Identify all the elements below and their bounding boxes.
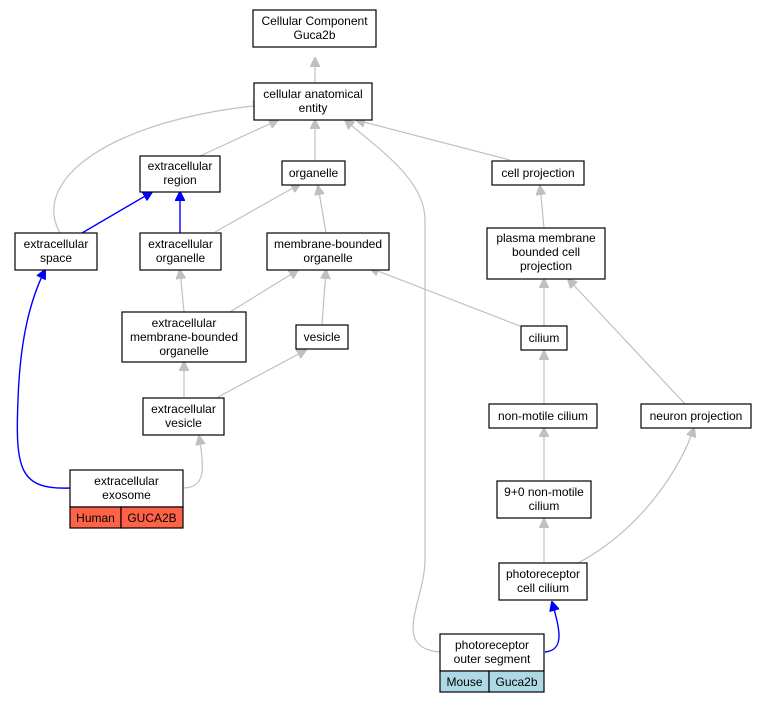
node-cae-line-1: cellular anatomical bbox=[263, 87, 362, 101]
edge-outer-segment-to-cae bbox=[345, 120, 441, 653]
node-cell-projection-line-1: cell projection bbox=[501, 166, 574, 180]
edge-exosome-part-of-ext-space bbox=[16, 270, 71, 489]
node-ext-mb-organelle-line-2: membrane-bounded bbox=[130, 330, 238, 344]
node-outer-segment-line-2: outer segment bbox=[454, 652, 531, 666]
node-extracellular-organelle[interactable]: extracellular organelle bbox=[139, 232, 222, 271]
node-extracellular-space[interactable]: extracellular space bbox=[14, 232, 98, 271]
node-ext-region-line-1: extracellular bbox=[148, 159, 213, 173]
edge-ext-space-part-of-ext-region bbox=[81, 192, 152, 234]
node-9-0-non-motile-cilium[interactable]: 9+0 non-motile cilium bbox=[496, 480, 592, 519]
node-root[interactable]: Cellular Component Guca2b bbox=[252, 9, 377, 48]
node-root-line-2: Guca2b bbox=[293, 28, 335, 42]
edge-ext-organelle-to-organelle bbox=[214, 184, 300, 233]
outer-segment-gene-label: Guca2b bbox=[495, 675, 537, 689]
edge-mb-organelle-to-organelle bbox=[318, 186, 327, 234]
node-cellular-anatomical-entity[interactable]: cellular anatomical entity bbox=[253, 82, 373, 121]
node-ext-organelle-line-1: extracellular bbox=[148, 237, 213, 251]
edge-exosome-to-ext-vesicle bbox=[182, 436, 202, 489]
node-exosome-line-2: exosome bbox=[102, 488, 151, 502]
edges bbox=[16, 58, 694, 653]
node-vesicle-line-1: vesicle bbox=[304, 330, 341, 344]
edge-ext-space-to-cae bbox=[53, 105, 262, 234]
nodes: Cellular Component Guca2b cellular anato… bbox=[14, 9, 752, 693]
node-nine-zero-line-2: cilium bbox=[529, 499, 560, 513]
edge-cell-projection-to-cae bbox=[356, 120, 511, 161]
node-nine-zero-line-1: 9+0 non-motile bbox=[504, 485, 584, 499]
node-ext-vesicle-line-1: extracellular bbox=[151, 402, 216, 416]
node-cae-line-2: entity bbox=[299, 101, 328, 115]
node-membrane-bounded-organelle[interactable]: membrane-bounded organelle bbox=[266, 232, 390, 271]
node-outer-segment-line-1: photoreceptor bbox=[455, 638, 529, 652]
node-photo-cilium-line-2: cell cilium bbox=[517, 581, 569, 595]
outer-segment-species-label: Mouse bbox=[446, 675, 482, 689]
node-ext-organelle-line-2: organelle bbox=[156, 251, 206, 265]
node-ext-mb-organelle-line-3: organelle bbox=[159, 344, 209, 358]
edge-ext-mb-organelle-to-ext-organelle bbox=[180, 270, 184, 313]
node-extracellular-region[interactable]: extracellular region bbox=[139, 155, 221, 193]
node-root-line-1: Cellular Component bbox=[261, 14, 368, 28]
node-photo-cilium-line-1: photoreceptor bbox=[506, 567, 580, 581]
edge-ext-region-to-cae bbox=[199, 120, 278, 157]
exosome-gene-label: GUCA2B bbox=[127, 511, 176, 525]
node-photoreceptor-outer-segment[interactable]: photoreceptor outer segment Mouse Guca2b bbox=[439, 633, 545, 693]
edge-cilium-to-mb-organelle bbox=[370, 268, 521, 327]
node-cilium[interactable]: cilium bbox=[520, 325, 568, 351]
node-photoreceptor-cell-cilium[interactable]: photoreceptor cell cilium bbox=[498, 562, 588, 601]
node-plasma-membrane-bounded-cell-projection[interactable]: plasma membrane bounded cell projection bbox=[486, 227, 606, 280]
edge-photo-cilium-to-neuron-projection bbox=[577, 428, 694, 564]
node-non-motile-cilium[interactable]: non-motile cilium bbox=[488, 403, 598, 429]
edge-outer-segment-part-of-photo-cilium bbox=[544, 602, 560, 653]
exosome-species-label: Human bbox=[76, 511, 115, 525]
node-mb-organelle-line-1: membrane-bounded bbox=[274, 237, 382, 251]
node-extracellular-exosome[interactable]: extracellular exosome Human GUCA2B bbox=[69, 469, 184, 529]
edge-neuron-projection-to-pm-bounded bbox=[568, 279, 686, 405]
edge-pm-bounded-to-cell-projection bbox=[540, 186, 544, 229]
node-ext-mb-organelle-line-1: extracellular bbox=[152, 316, 217, 330]
node-ext-region-line-2: region bbox=[163, 173, 196, 187]
node-pm-bounded-line-3: projection bbox=[520, 259, 572, 273]
outer-segment-gene-badge bbox=[488, 670, 545, 693]
node-pm-bounded-line-2: bounded cell bbox=[512, 245, 580, 259]
node-ext-space-line-2: space bbox=[40, 251, 72, 265]
edge-ext-vesicle-to-vesicle bbox=[217, 350, 306, 398]
node-organelle[interactable]: organelle bbox=[281, 160, 346, 186]
node-ext-space-line-1: extracellular bbox=[24, 237, 89, 251]
node-cilium-line-1: cilium bbox=[529, 331, 560, 345]
exosome-gene-badge bbox=[120, 506, 184, 529]
node-extracellular-membrane-bounded-organelle[interactable]: extracellular membrane-bounded organelle bbox=[121, 311, 247, 363]
node-neuron-projection[interactable]: neuron projection bbox=[640, 403, 752, 429]
node-non-motile-line-1: non-motile cilium bbox=[498, 409, 588, 423]
node-organelle-line-1: organelle bbox=[289, 166, 339, 180]
edge-vesicle-to-mb-organelle bbox=[322, 270, 326, 325]
node-cell-projection[interactable]: cell projection bbox=[491, 160, 585, 186]
node-exosome-line-1: extracellular bbox=[94, 474, 159, 488]
node-extracellular-vesicle[interactable]: extracellular vesicle bbox=[142, 397, 225, 436]
node-ext-vesicle-line-2: vesicle bbox=[165, 416, 202, 430]
node-vesicle[interactable]: vesicle bbox=[295, 324, 349, 350]
node-mb-organelle-line-2: organelle bbox=[303, 251, 353, 265]
edge-ext-mb-organelle-to-mb-organelle bbox=[229, 270, 298, 313]
node-pm-bounded-line-1: plasma membrane bbox=[496, 231, 596, 245]
node-neuron-projection-line-1: neuron projection bbox=[650, 409, 743, 423]
